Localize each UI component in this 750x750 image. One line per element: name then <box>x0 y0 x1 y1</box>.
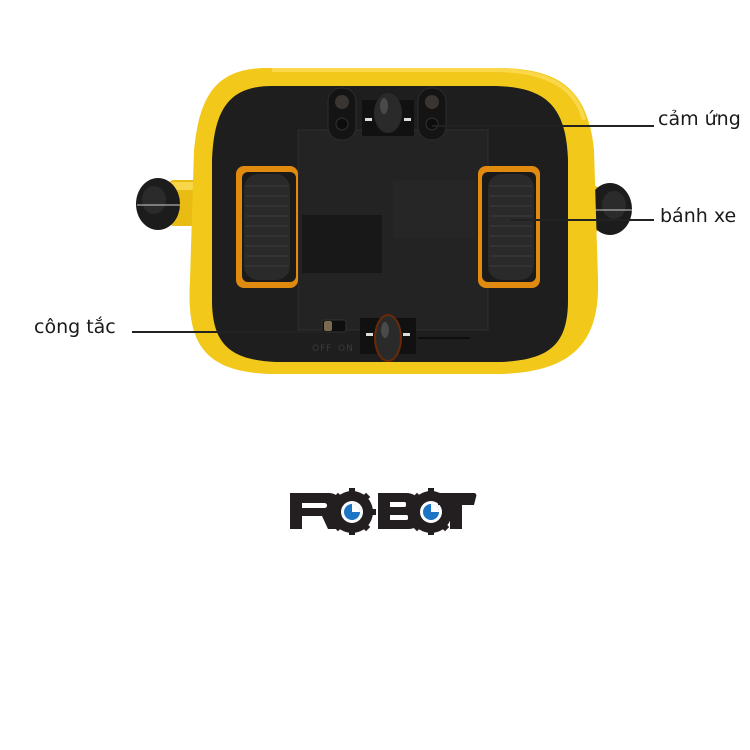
front-caster <box>362 93 414 136</box>
switch-leader-line <box>132 331 328 333</box>
sensor-label: cảm ứng <box>658 108 741 130</box>
sensor-eye <box>417 87 447 141</box>
left-wheel <box>236 166 298 288</box>
switch-off-marking: OFF <box>312 344 333 354</box>
wheel-label: bánh xe <box>660 205 737 227</box>
sensor-eye-left <box>327 87 357 141</box>
switch-on-marking: ON <box>338 344 354 354</box>
switch-label: công tắc <box>34 316 116 338</box>
robot-logo <box>288 487 478 535</box>
logo-gear-eye-1 <box>328 488 376 535</box>
wheel-leader-line <box>510 219 654 221</box>
power-switch <box>321 319 347 333</box>
sensor-leader-line <box>432 125 654 127</box>
rear-caster <box>360 314 470 362</box>
right-wheel <box>478 166 540 288</box>
robot-photo <box>136 68 632 374</box>
